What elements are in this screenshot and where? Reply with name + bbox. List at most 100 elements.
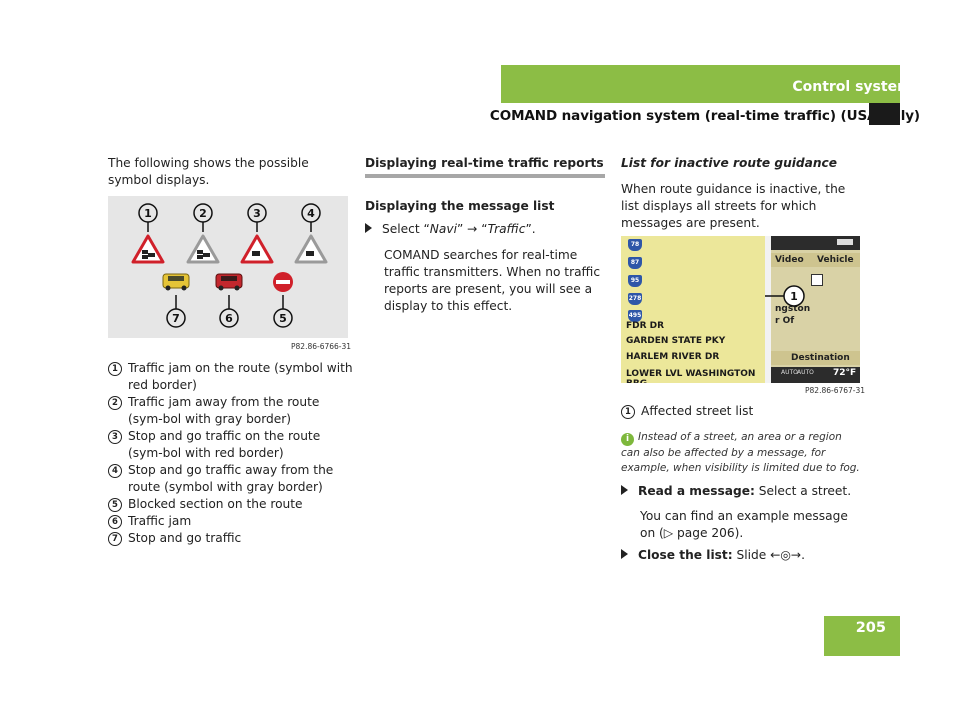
- destination-tab-bg: [771, 351, 860, 365]
- num-5: 5: [279, 312, 287, 325]
- legend-text: Traffic jam: [128, 514, 192, 528]
- callout-overlay: 1: [765, 285, 805, 307]
- traffic-jam-car-icon: [215, 273, 243, 291]
- map-label: r Of: [775, 316, 795, 326]
- legend-item: 1 Traffic jam on the route (symbol with r…: [108, 360, 353, 394]
- page-number-box: [824, 616, 900, 656]
- list-scrollbar: [765, 236, 771, 383]
- num-7: 7: [172, 312, 180, 325]
- legend-number: 1: [108, 362, 122, 376]
- list-intro: When route guidance is inactive, the lis…: [621, 182, 846, 230]
- header-band: [501, 65, 900, 103]
- signal-icon: [837, 239, 853, 245]
- instruction-step: Select “Navi” → “Traffic”.: [365, 221, 605, 238]
- num-3: 3: [253, 207, 261, 220]
- number-7-callout: 7: [166, 295, 186, 328]
- traffic-symbols-figure: 1 2 3 4: [108, 196, 348, 338]
- street-list-panel: 78 87 95 278 495 FDR DR GARDEN STATE PKY…: [621, 236, 765, 383]
- section-title: Control systems: [792, 79, 920, 95]
- section-heading: Displaying real-time traffic reports: [365, 156, 604, 170]
- legend-number: 2: [108, 396, 122, 410]
- legend-item: 4 Stop and go traffic away from the route…: [108, 462, 353, 496]
- street-item: FDR DR: [626, 321, 665, 331]
- instruction-step: Close the list: Slide ←◎→.: [621, 547, 866, 564]
- interstate-shield-icon: 495: [628, 310, 642, 322]
- auto-label: AUTO: [797, 369, 814, 376]
- num-2: 2: [199, 207, 207, 220]
- map-label: ngston: [775, 304, 811, 314]
- legend-text: Stop and go traffic on the route (sym-bo…: [128, 429, 321, 460]
- heading-rule: [365, 174, 605, 178]
- step-body: COMAND searches for real-time traffic tr…: [384, 248, 601, 313]
- bullet-icon: [365, 223, 372, 233]
- topic-title: COMAND navigation system (real-time traf…: [489, 108, 920, 124]
- tab-video: Video: [775, 255, 804, 265]
- map-view: Video Vehicle ngston r Of Destination AU…: [771, 236, 860, 383]
- legend-number: 1: [621, 405, 635, 419]
- number-4-callout: 4: [301, 203, 321, 232]
- num-6: 6: [225, 312, 233, 325]
- header-tab-marker: [869, 103, 900, 125]
- legend-item: 3 Stop and go traffic on the route (sym-b…: [108, 428, 353, 462]
- street-item: GARDEN STATE PKY: [626, 336, 726, 346]
- step-body: You can find an example message on (▷ pa…: [640, 509, 848, 540]
- instruction-step: Read a message: Select a street.: [621, 483, 866, 500]
- traffic-jam-away-icon: [186, 234, 220, 264]
- legend-number: 7: [108, 532, 122, 546]
- poi-icon: [811, 274, 823, 286]
- bullet-icon: [621, 549, 628, 559]
- legend-item: 1 Affected street list: [621, 403, 861, 420]
- legend-item: 2 Traffic jam away from the route (sym-bo…: [108, 394, 353, 428]
- stop-go-away-icon: [294, 234, 328, 264]
- number-2-callout: 2: [193, 203, 213, 232]
- legend-number: 6: [108, 515, 122, 529]
- traffic-symbols-svg: 1 2 3 4: [131, 203, 328, 328]
- tab-vehicle: Vehicle: [817, 255, 854, 265]
- interstate-shield-icon: 95: [628, 275, 642, 287]
- navigation-screen: 78 87 95 278 495 FDR DR GARDEN STATE PKY…: [621, 236, 860, 383]
- interstate-shield-icon: 87: [628, 257, 642, 269]
- num-1: 1: [144, 207, 152, 220]
- traffic-jam-route-icon: [131, 234, 165, 264]
- climate-bar: [771, 367, 860, 383]
- num-4: 4: [307, 207, 315, 220]
- legend-item: 7 Stop and go traffic: [108, 530, 353, 547]
- number-6-callout: 6: [219, 295, 239, 328]
- legend-number: 4: [108, 464, 122, 478]
- sub-heading: Displaying the message list: [365, 199, 555, 213]
- street-item: LOWER LVL WASHINGTON BRG: [626, 369, 756, 383]
- tab-destination: Destination: [791, 353, 850, 363]
- legend-item: 6 Traffic jam: [108, 513, 353, 530]
- legend-text: Affected street list: [641, 404, 754, 418]
- auto-label: AUTO: [781, 369, 798, 376]
- legend-text: Traffic jam away from the route (sym-bol…: [128, 395, 320, 426]
- interstate-shield-icon: 78: [628, 239, 642, 251]
- legend-number: 3: [108, 430, 122, 444]
- callout-number: 1: [790, 290, 798, 303]
- temperature: 72°F: [833, 368, 857, 378]
- legend-text: Blocked section on the route: [128, 497, 303, 511]
- number-5-callout: 5: [273, 295, 293, 328]
- screen-legend: 1 Affected street list: [621, 403, 861, 420]
- legend-number: 5: [108, 498, 122, 512]
- bullet-icon: [621, 485, 628, 495]
- number-3-callout: 3: [247, 203, 267, 232]
- stop-go-route-icon: [240, 234, 274, 264]
- legend-text: Stop and go traffic: [128, 531, 242, 545]
- figure-code: P82.86-6766-31: [291, 342, 352, 351]
- page-number: 205: [855, 620, 886, 636]
- number-1-callout: 1: [138, 203, 158, 232]
- note-text: Instead of a street, an area or a region…: [621, 431, 860, 474]
- info-icon: i: [621, 433, 634, 446]
- list-heading: List for inactive route guidance: [621, 156, 838, 170]
- street-item: HARLEM RIVER DR: [626, 352, 720, 362]
- figure-code: P82.86-6767-31: [805, 386, 866, 395]
- interstate-shield-icon: 278: [628, 293, 642, 305]
- intro-text: The following shows the possible symbol …: [108, 156, 309, 187]
- symbol-legend: 1 Traffic jam on the route (symbol with r…: [108, 360, 353, 547]
- legend-item: 5 Blocked section on the route: [108, 496, 353, 513]
- legend-text: Traffic jam on the route (symbol with re…: [128, 361, 353, 392]
- legend-text: Stop and go traffic away from the route …: [128, 463, 334, 494]
- top-tabs: [771, 253, 860, 267]
